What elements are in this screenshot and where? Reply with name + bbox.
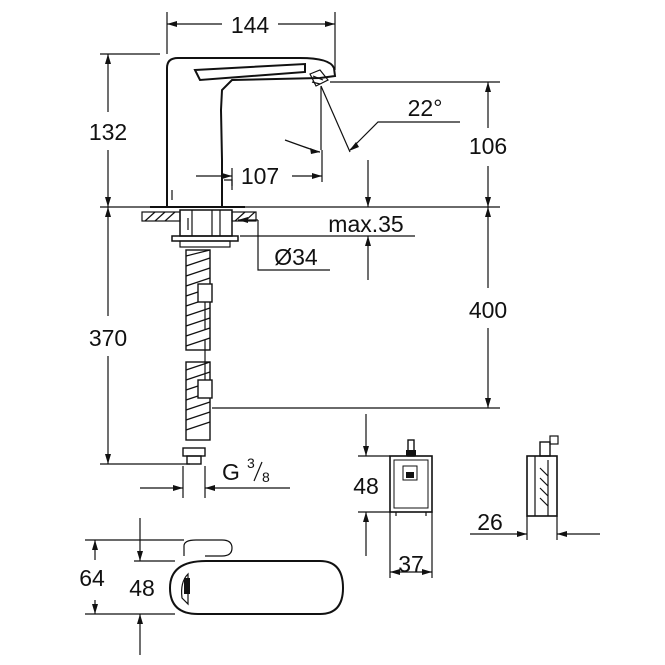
label-sensor-offset: 107 (241, 163, 279, 189)
label-thread-num: 3 (247, 455, 255, 471)
label-box-depth: 400 (469, 297, 507, 323)
label-hose-length: 370 (89, 325, 127, 351)
label-body-height: 132 (89, 119, 127, 145)
label-outlet-height: 106 (469, 133, 507, 159)
dim-hose-length: 370 (89, 207, 190, 465)
faucet-side-view (166, 57, 351, 207)
dim-sensor-offset: 107 (196, 150, 323, 190)
label-thread-den: 8 (262, 469, 270, 485)
dim-box-width: 37 (389, 512, 433, 578)
dim-spray-angle: 22° (284, 95, 460, 154)
deck-mount (141, 206, 257, 248)
label-box-width: 37 (398, 551, 424, 577)
dim-outlet-height: 106 (330, 81, 507, 207)
label-box-thickness: 26 (477, 509, 503, 535)
dim-thread-size: G 3 8 (140, 455, 290, 498)
control-box-front (389, 439, 433, 516)
control-box-side (526, 435, 559, 540)
dim-box-height: 48 (353, 414, 390, 556)
dim-hole-diameter: Ø34 (187, 217, 330, 271)
dim-box-thickness: 26 (470, 509, 600, 537)
dim-max-thickness: max.35 (100, 160, 500, 280)
supply-hoses (182, 249, 213, 465)
label-spray-angle: 22° (408, 95, 443, 121)
dim-top-view-height: 64 (79, 539, 184, 615)
label-thread-prefix: G (222, 459, 240, 485)
label-top-view-height: 64 (79, 565, 105, 591)
dim-box-depth: 400 (212, 207, 507, 409)
label-box-height: 48 (353, 473, 379, 499)
label-max-thickness: max.35 (328, 211, 403, 237)
dim-top-view-width: 48 (129, 518, 175, 655)
faucet-top-view (168, 539, 345, 615)
dim-body-height: 132 (89, 53, 160, 207)
label-spout-reach: 144 (231, 12, 270, 38)
label-top-view-width: 48 (129, 575, 155, 601)
dim-spout-reach: 144 (166, 12, 336, 70)
label-hole-diameter: Ø34 (274, 244, 318, 270)
